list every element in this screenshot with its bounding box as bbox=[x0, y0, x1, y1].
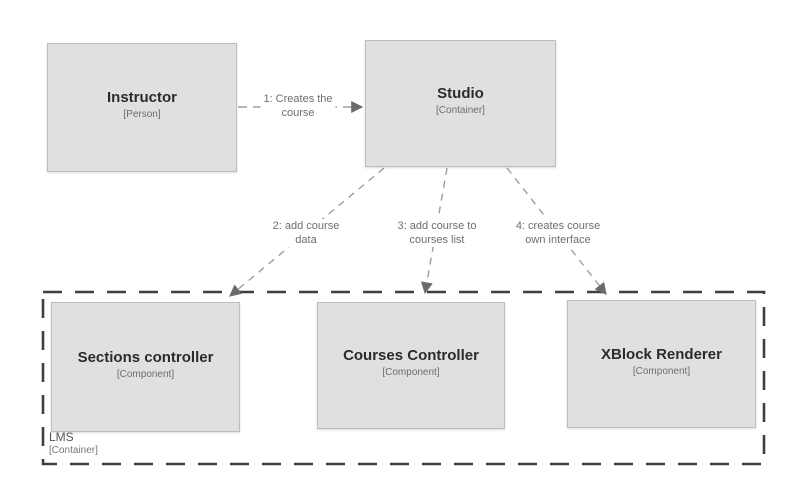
boundary-meta: [Container] bbox=[49, 444, 98, 456]
node-title: XBlock Renderer bbox=[601, 345, 722, 363]
relationship-label-3: 3: add course to courses list bbox=[394, 219, 480, 247]
relationship-label-line: 2: add course bbox=[272, 220, 340, 232]
lms-boundary-border bbox=[41, 290, 766, 466]
node-sections-controller: Sections controller [Component] bbox=[51, 302, 240, 432]
relationship-label-line: 4: creates course bbox=[515, 220, 601, 232]
relationship-label-line: 1: Creates the bbox=[263, 93, 333, 105]
relationship-label-line: 3: add course to bbox=[397, 220, 477, 232]
node-instructor: Instructor [Person] bbox=[47, 43, 237, 172]
node-meta: [Component] bbox=[382, 367, 440, 378]
node-title: Studio bbox=[437, 85, 484, 102]
relationship-label-line: own interface bbox=[525, 234, 591, 246]
relationship-line-3 bbox=[420, 167, 448, 295]
node-meta: [Container] bbox=[436, 105, 485, 116]
relationship-label-line: course bbox=[281, 107, 315, 119]
node-meta: [Component] bbox=[116, 368, 175, 380]
relationship-label-4: 4: creates course own interface bbox=[512, 219, 604, 247]
relationship-label-1: 1: Creates the course bbox=[260, 92, 336, 120]
boundary-title: LMS bbox=[49, 430, 74, 444]
node-title: Courses Controller bbox=[343, 347, 479, 364]
node-title: Instructor bbox=[106, 89, 177, 106]
relationship-label-2: 2: add course data bbox=[269, 219, 343, 247]
node-xblock-renderer: XBlock Renderer [Component] bbox=[567, 300, 756, 428]
node-studio: Studio [Container] bbox=[365, 40, 556, 167]
node-meta: [Component] bbox=[632, 365, 691, 377]
lms-boundary-label: LMS [Container] bbox=[49, 430, 98, 456]
node-meta: [Person] bbox=[123, 109, 161, 120]
relationship-label-line: data bbox=[295, 234, 317, 246]
node-courses-controller: Courses Controller [Component] bbox=[317, 302, 505, 429]
node-title: Sections controller bbox=[77, 348, 214, 366]
relationship-label-line: courses list bbox=[409, 234, 465, 246]
